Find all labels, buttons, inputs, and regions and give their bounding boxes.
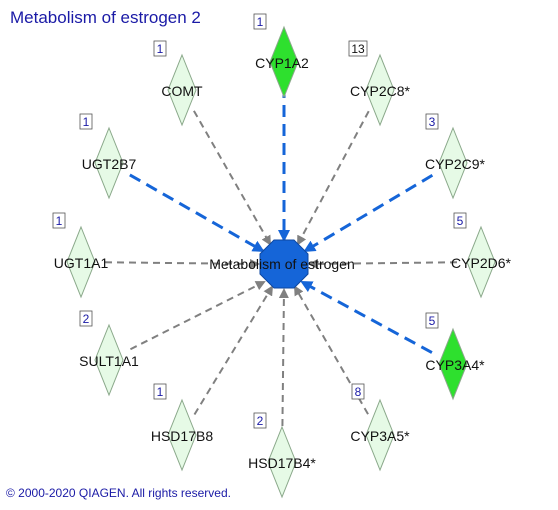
count-badge: [153, 383, 167, 400]
copyright-notice: © 2000-2020 QIAGEN. All rights reserved.: [6, 486, 231, 500]
node-cyp3a5[interactable]: CYP3A5* 8: [350, 383, 410, 472]
count-value: 2: [257, 414, 264, 428]
count-value: 2: [83, 312, 90, 326]
diamond-shape: [167, 53, 197, 127]
diamond-shape: [267, 425, 297, 499]
diamond-shape: [66, 225, 96, 299]
count-badge: [425, 312, 439, 329]
edge-sult1a1: [129, 281, 266, 351]
count-badge: [351, 383, 365, 400]
node-cyp2d6[interactable]: CYP2D6* 5: [451, 212, 512, 299]
diamond-shape: [269, 25, 299, 99]
count-value: 1: [83, 115, 90, 129]
center-node-label: Metabolism of estrogen: [209, 256, 355, 272]
count-badge: [153, 40, 167, 57]
count-value: 13: [351, 42, 365, 56]
edge-comt: [193, 110, 271, 246]
count-badge: [253, 412, 267, 429]
octagon-shape: [259, 239, 309, 289]
node-label: CYP2C9*: [425, 156, 485, 172]
node-label: UGT1A1: [54, 255, 109, 271]
count-value: 1: [157, 42, 164, 56]
node-label: CYP3A4*: [425, 357, 485, 373]
node-comt[interactable]: COMT 1: [153, 40, 203, 127]
node-label: HSD17B8: [151, 428, 213, 444]
center-node-metabolism-of-estrogen[interactable]: Metabolism of estrogen: [209, 239, 355, 289]
count-value: 8: [355, 385, 362, 399]
diamond-shape: [167, 398, 197, 472]
diamond-shape: [365, 53, 395, 127]
node-label: CYP3A5*: [350, 428, 410, 444]
edge-ugt2b7: [129, 173, 265, 253]
node-label: HSD17B4*: [248, 455, 316, 471]
count-badge: [79, 310, 93, 327]
diamond-shape: [466, 225, 496, 299]
count-value: 5: [429, 314, 436, 328]
node-label: UGT2B7: [82, 156, 137, 172]
node-cyp2c9[interactable]: CYP2C9* 3: [425, 113, 486, 200]
node-cyp1a2[interactable]: CYP1A2 1: [253, 13, 309, 99]
node-ugt1a1[interactable]: UGT1A1 1: [52, 212, 109, 299]
edge-hsd17b4: [278, 288, 289, 439]
count-value: 1: [157, 385, 164, 399]
edge-hsd17b8: [193, 285, 274, 416]
count-badge: [425, 113, 439, 130]
count-badge: [79, 113, 93, 130]
node-label: COMT: [161, 83, 203, 99]
diamond-shape: [94, 126, 124, 200]
count-badge: [453, 212, 467, 229]
count-badge: [52, 212, 66, 229]
edge-cyp3a4: [300, 280, 433, 354]
node-label: CYP2D6*: [451, 255, 511, 271]
diamond-shape: [94, 323, 124, 397]
node-label: CYP1A2: [255, 55, 309, 71]
node-sult1a1[interactable]: SULT1A1 2: [79, 310, 139, 397]
count-badge: [253, 13, 267, 30]
count-value: 3: [429, 115, 436, 129]
edges-layer: [104, 86, 458, 439]
node-hsd17b8[interactable]: HSD17B8 1: [151, 383, 213, 472]
node-label: SULT1A1: [79, 353, 139, 369]
node-cyp3a4[interactable]: CYP3A4* 5: [425, 312, 485, 401]
count-value: 5: [457, 214, 464, 228]
diamond-shape: [438, 126, 468, 200]
edge-cyp2d6: [308, 258, 458, 269]
edge-cyp2c9: [303, 173, 434, 253]
edge-cyp2c8: [297, 110, 370, 246]
diamond-shape: [438, 327, 468, 401]
node-hsd17b4[interactable]: HSD17B4* 2: [248, 412, 316, 499]
node-ugt2b7[interactable]: UGT2B7 1: [79, 113, 137, 200]
edge-ugt1a1: [104, 258, 260, 269]
node-label: CYP2C8*: [350, 83, 410, 99]
nodes-layer: CYP1A21CYP2C8*13CYP2C9*3CYP2D6*5CYP3A4*5…: [52, 13, 512, 499]
diagram-title: Metabolism of estrogen 2: [10, 8, 201, 27]
node-cyp2c8[interactable]: CYP2C8* 13: [348, 40, 411, 127]
diamond-shape: [365, 398, 395, 472]
count-value: 1: [257, 15, 264, 29]
count-value: 1: [56, 214, 63, 228]
count-badge: [348, 40, 368, 57]
